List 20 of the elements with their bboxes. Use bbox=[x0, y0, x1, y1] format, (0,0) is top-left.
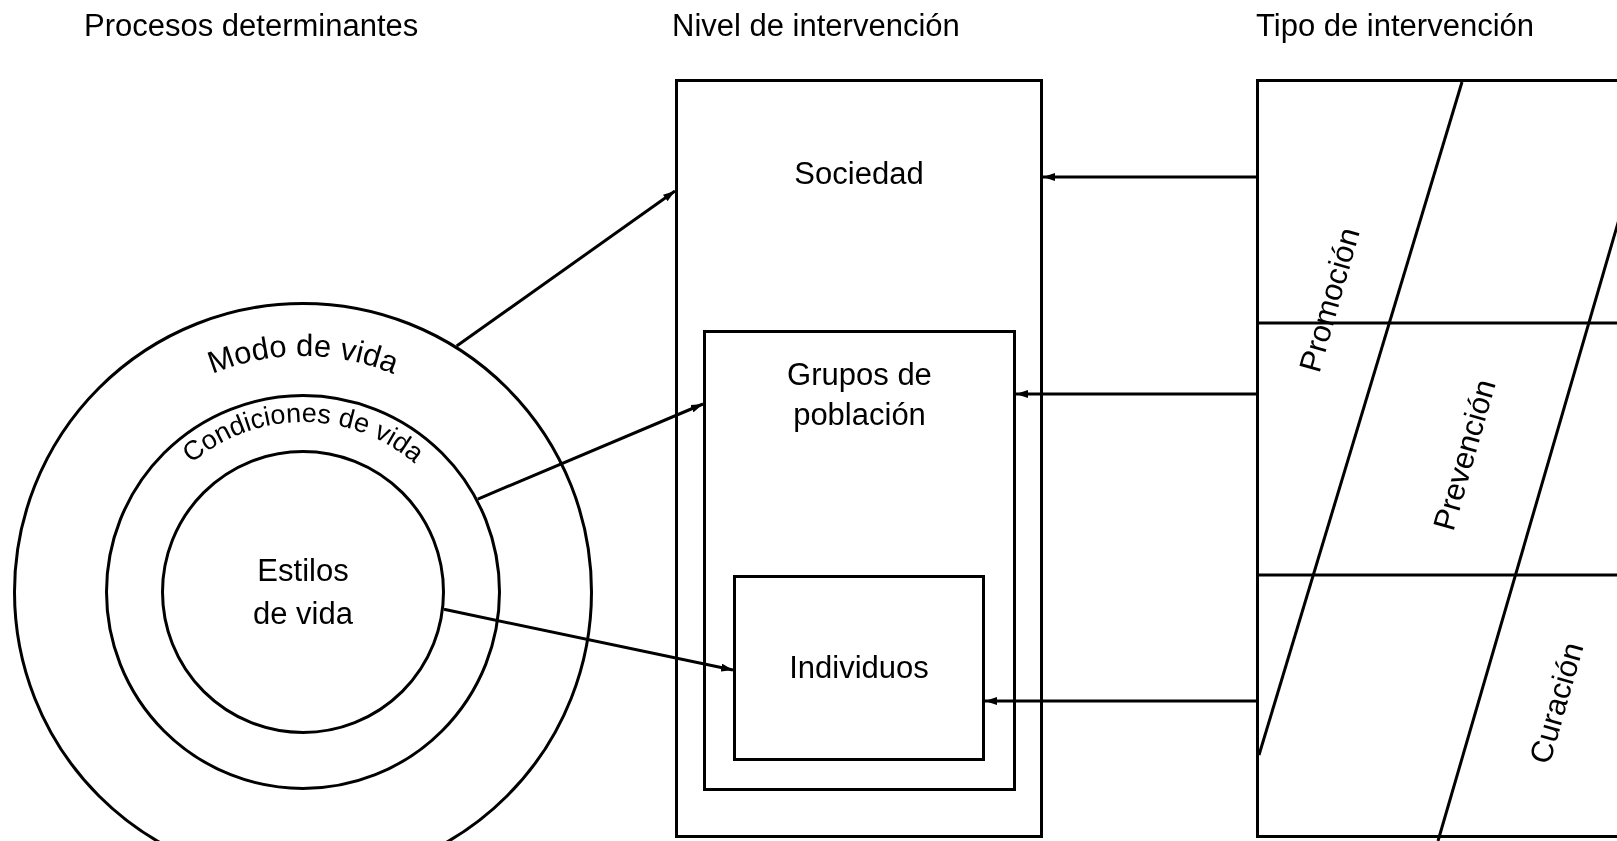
box-label: Grupos de población bbox=[786, 356, 933, 435]
curved-label: Modo de vida bbox=[202, 327, 404, 381]
circle bbox=[105, 394, 501, 790]
column-heading: Procesos determinantes bbox=[84, 8, 419, 44]
arrow bbox=[477, 402, 704, 501]
level-box bbox=[733, 575, 985, 761]
circle-label: Estilos de vida bbox=[253, 551, 353, 633]
arrow bbox=[1043, 173, 1256, 181]
box-label: Individuos bbox=[789, 648, 929, 687]
column-heading: Tipo de intervención bbox=[1256, 8, 1535, 44]
arrow bbox=[985, 697, 1256, 705]
arrow bbox=[455, 189, 676, 348]
level-box bbox=[675, 79, 1043, 838]
level-box bbox=[703, 330, 1016, 791]
band-label: Curación bbox=[1522, 638, 1592, 768]
arrow bbox=[443, 607, 734, 672]
arrow bbox=[1016, 390, 1256, 398]
box-label: Sociedad bbox=[794, 155, 924, 193]
column-heading: Nivel de intervención bbox=[672, 8, 960, 44]
circle bbox=[13, 302, 593, 841]
